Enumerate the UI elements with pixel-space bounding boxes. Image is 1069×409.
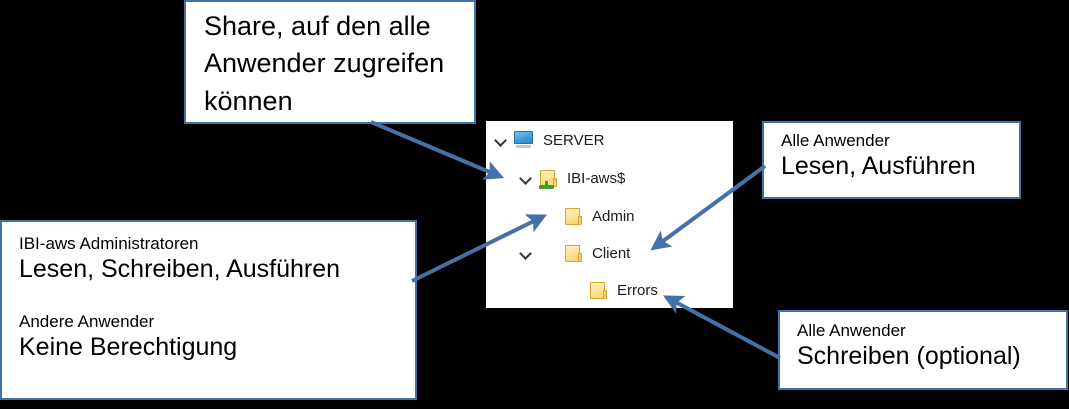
tree-node-client[interactable]: Client bbox=[517, 242, 630, 264]
tree-node-errors[interactable]: Errors bbox=[567, 279, 658, 301]
callout-share-line-1: Share, auf den alle bbox=[204, 11, 431, 41]
tree-node-label: Errors bbox=[617, 281, 658, 299]
tree-node-server[interactable]: SERVER bbox=[492, 129, 604, 151]
tree-node-admin[interactable]: Admin bbox=[542, 205, 635, 227]
tree-node-label: SERVER bbox=[543, 131, 605, 149]
folder-icon bbox=[588, 281, 608, 300]
callout-all-users-write: Alle Anwender Schreiben (optional) bbox=[778, 310, 1068, 390]
chevron-down-icon[interactable] bbox=[517, 245, 534, 262]
callout-all-users-write-title: Alle Anwender bbox=[797, 321, 906, 340]
folder-tree-panel: SERVER IBI-aws$ Admin Client bbox=[486, 121, 733, 308]
callout-admins-spacer bbox=[19, 285, 415, 311]
callout-admins-group2-title: Andere Anwender bbox=[19, 311, 155, 331]
tree-node-label: Admin bbox=[592, 207, 635, 225]
callout-all-users-read-rights: Lesen, Ausführen bbox=[781, 152, 976, 181]
callout-all-users-read: Alle Anwender Lesen, Ausführen bbox=[762, 121, 1021, 199]
callout-share-access: Share, auf den alle Anwender zugreifen k… bbox=[184, 0, 476, 124]
callout-all-users-read-title: Alle Anwender bbox=[781, 131, 890, 150]
expander-placeholder bbox=[542, 208, 559, 225]
folder-icon bbox=[563, 244, 583, 263]
callout-admins-group1-rights: Lesen, Schreiben, Ausführen bbox=[19, 255, 341, 284]
chevron-down-icon[interactable] bbox=[517, 170, 534, 187]
shared-folder-icon bbox=[538, 169, 558, 189]
callout-all-users-write-rights: Schreiben (optional) bbox=[797, 342, 1021, 371]
arrow-share-to-ibi-aws bbox=[370, 120, 505, 180]
tree-node-ibi-aws[interactable]: IBI-aws$ bbox=[517, 167, 625, 189]
callout-share-line-3: können bbox=[204, 85, 293, 116]
tree-node-label: Client bbox=[592, 244, 631, 262]
folder-icon bbox=[563, 207, 583, 226]
monitor-icon bbox=[513, 130, 534, 150]
callout-admins-group1-title: IBI-aws Administratoren bbox=[19, 234, 199, 253]
callout-admins-group2-rights: Keine Berechtigung bbox=[19, 333, 238, 361]
callout-admins: IBI-aws Administratoren Lesen, Schreiben… bbox=[0, 220, 417, 400]
tree-node-label: IBI-aws$ bbox=[567, 169, 626, 187]
expander-placeholder bbox=[567, 282, 584, 299]
chevron-down-icon[interactable] bbox=[492, 132, 509, 149]
callout-share-line-2: Anwender zugreifen bbox=[204, 48, 445, 79]
